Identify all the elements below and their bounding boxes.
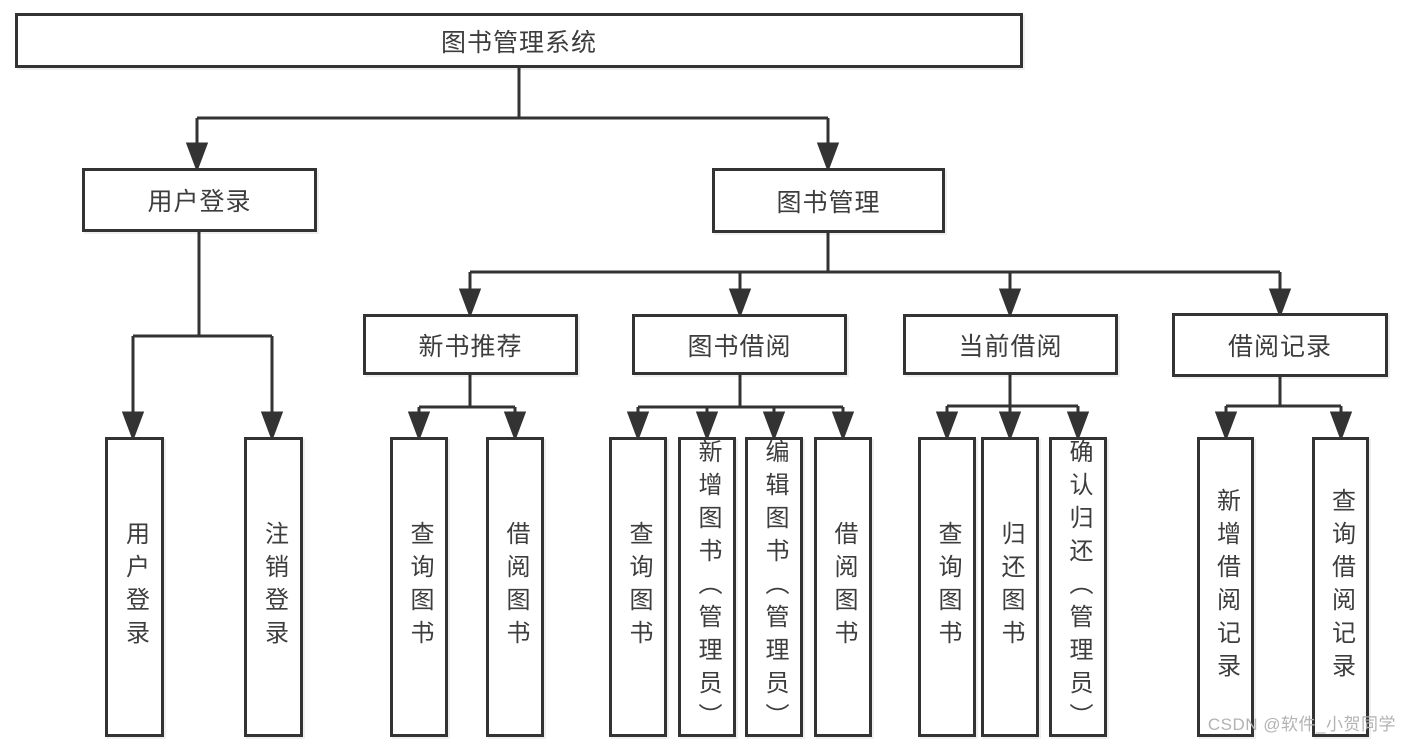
leaf-logout: 注销登录 — [244, 437, 303, 737]
arrowhead — [121, 411, 145, 442]
leaf-records-query-borrow-record: 查询借阅记录 — [1312, 437, 1369, 737]
arrowhead — [762, 411, 786, 442]
arrowhead — [503, 411, 527, 442]
node-root: 图书管理系统 — [15, 13, 1023, 68]
connector-root-to-level2 — [185, 68, 840, 173]
arrowhead — [260, 411, 284, 442]
leaf-user-login: 用户登录 — [105, 437, 164, 737]
leaf-current-confirm-return-admin: 确认归还（管理员） — [1049, 437, 1107, 737]
leaf-borrowing-query-books-label: 查询图书 — [625, 521, 652, 653]
leaf-borrowing-edit-books-admin: 编辑图书（管理员） — [745, 437, 803, 737]
arrowhead — [626, 411, 650, 442]
node-new-book-recommendation: 新书推荐 — [363, 314, 578, 375]
arrowhead — [728, 288, 752, 319]
arrowhead — [458, 288, 482, 319]
leaf-current-return-books-label: 归还图书 — [997, 521, 1024, 653]
leaf-newbook-borrow-books: 借阅图书 — [486, 437, 544, 737]
arrowhead — [1066, 411, 1090, 442]
node-book-management: 图书管理 — [712, 168, 945, 233]
arrowhead — [831, 411, 855, 442]
node-user-login-label: 用户登录 — [147, 188, 252, 216]
arrowhead — [998, 411, 1022, 442]
arrowhead — [816, 142, 840, 173]
leaf-user-login-label: 用户登录 — [121, 521, 149, 653]
node-root-label: 图书管理系统 — [440, 28, 597, 57]
leaf-current-confirm-return-admin-label: 确认归还（管理员） — [1065, 438, 1092, 736]
node-book-borrowing-label: 图书借阅 — [687, 332, 792, 361]
leaf-borrowing-add-books-admin: 新增图书（管理员） — [678, 437, 736, 737]
leaf-borrowing-borrow-books: 借阅图书 — [814, 437, 872, 737]
leaf-borrowing-query-books: 查询图书 — [609, 437, 667, 737]
node-user-login: 用户登录 — [82, 168, 317, 232]
node-current-borrowing-label: 当前借阅 — [958, 332, 1063, 361]
leaf-borrowing-edit-books-admin-label: 编辑图书（管理员） — [761, 438, 788, 736]
node-borrowing-records: 借阅记录 — [1172, 313, 1388, 377]
arrowhead — [998, 288, 1022, 319]
leaf-current-return-books: 归还图书 — [981, 437, 1039, 737]
leaf-borrowing-borrow-books-label: 借阅图书 — [830, 521, 857, 653]
arrowhead — [935, 411, 959, 442]
leaf-records-add-borrow-record: 新增借阅记录 — [1197, 437, 1254, 737]
node-new-book-label: 新书推荐 — [418, 332, 523, 361]
connector-new-book-children — [407, 375, 527, 442]
node-book-borrowing: 图书借阅 — [632, 314, 847, 375]
connector-current-borrow-children — [935, 375, 1090, 442]
leaf-newbook-borrow-books-label: 借阅图书 — [502, 521, 529, 653]
arrowhead — [1268, 288, 1292, 319]
connector-book-borrow-children — [626, 375, 855, 442]
arrowhead — [1329, 411, 1353, 442]
arrowhead — [695, 411, 719, 442]
leaf-records-query-borrow-record-label: 查询借阅记录 — [1327, 488, 1355, 686]
connector-user-login-children — [121, 232, 284, 442]
leaf-borrowing-add-books-admin-label: 新增图书（管理员） — [694, 438, 721, 736]
leaf-newbook-query-books-label: 查询图书 — [406, 521, 433, 653]
leaf-records-add-borrow-record-label: 新增借阅记录 — [1212, 488, 1240, 686]
arrowhead — [185, 142, 209, 173]
leaf-logout-label: 注销登录 — [260, 521, 288, 653]
leaf-current-query-books: 查询图书 — [918, 437, 976, 737]
watermark: CSDN @软件_小贺同学 — [1207, 715, 1396, 734]
arrowhead — [1214, 411, 1238, 442]
node-current-borrowing: 当前借阅 — [903, 314, 1118, 375]
node-borrowing-records-label: 借阅记录 — [1227, 333, 1332, 361]
leaf-current-query-books-label: 查询图书 — [934, 521, 961, 653]
connector-book-mgmt-children — [458, 233, 1292, 319]
leaf-newbook-query-books: 查询图书 — [390, 437, 448, 737]
node-book-management-label: 图书管理 — [776, 188, 881, 217]
arrowhead — [407, 411, 431, 442]
connector-borrow-record-children — [1214, 377, 1353, 442]
